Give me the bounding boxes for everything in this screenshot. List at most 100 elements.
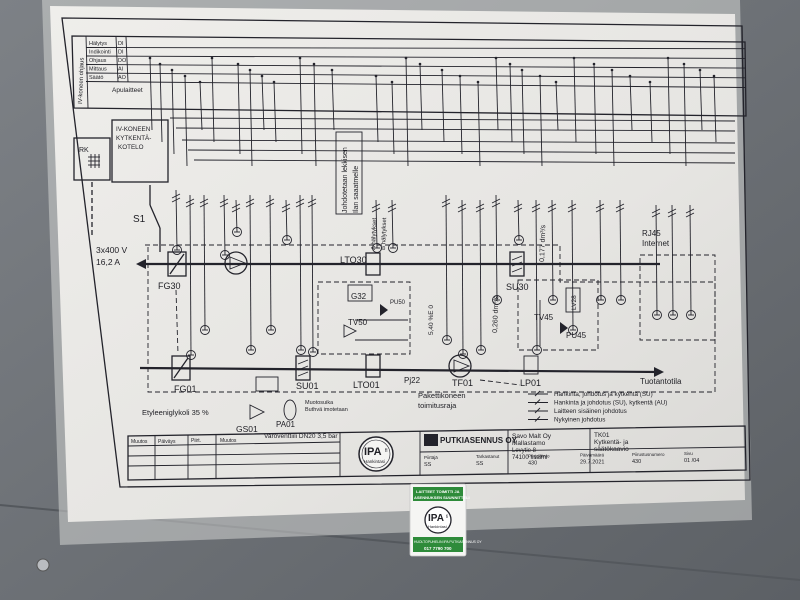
glycol-label: Etyleeniglykoli 35 % bbox=[142, 408, 209, 417]
rev-header-1: Muutos bbox=[131, 439, 148, 445]
heat-recovery-lto01: LTO01 bbox=[353, 354, 381, 390]
heat-recovery-lto30: LTO30 bbox=[340, 252, 381, 276]
supply-line-1: 3x400 V bbox=[96, 245, 128, 255]
su01-label: SU01 bbox=[296, 381, 319, 391]
title-field-label: Projektinro bbox=[528, 453, 550, 458]
ipa-stamp-main: IPA bbox=[364, 446, 382, 458]
a-halytys-label: A hälytykset bbox=[371, 218, 378, 251]
signal-row-code: DO bbox=[118, 58, 127, 64]
supply-line-2: 16,2 A bbox=[96, 257, 120, 267]
tuloilma-label: Tuotantotila bbox=[640, 377, 682, 386]
kytkenta-line-2: KYTKENTÄ- bbox=[116, 134, 151, 142]
coil-su01: SU01 bbox=[295, 355, 319, 391]
glycol-unit: Etyleeniglykoli 35 % GS01 PA01 Muotosuik… bbox=[142, 376, 348, 440]
signals-side-label: IV-koneen ohjaus bbox=[78, 58, 86, 105]
johdotus-line-1: Johdotetaan lekkisen bbox=[342, 147, 349, 213]
lto01-label: LTO01 bbox=[353, 380, 380, 390]
exhaust-duct bbox=[136, 259, 660, 269]
rev-header-2: Päiväys bbox=[158, 439, 176, 445]
title-field-value: SS bbox=[476, 461, 484, 467]
title-field-value: SS bbox=[424, 462, 432, 468]
main-switch-s1: S1 3x400 V 16,2 A bbox=[91, 182, 161, 267]
paketti-line-1: Pakettikoneen bbox=[418, 391, 466, 400]
signal-row-code: AI bbox=[118, 67, 124, 73]
johdotus-line-2: Ilan saaatmelle bbox=[353, 166, 360, 213]
switch-label: S1 bbox=[133, 214, 146, 225]
coil-su30: SU30 bbox=[506, 251, 529, 292]
valve-note: Varoventtiili DN20 3,5 bar bbox=[264, 433, 338, 440]
lto-circuit: G32 PU50 TV50 bbox=[317, 281, 411, 355]
legend-entry: Laitteen sisäinen johdotus bbox=[554, 408, 627, 415]
supply-fan-tf01: TF01 bbox=[448, 354, 473, 388]
lto30-label: LTO30 bbox=[340, 255, 367, 265]
signal-row-name: Mittaus bbox=[89, 67, 107, 73]
kytkenta-box: IV-KONEEN KYTKENTÄ- KOTELO bbox=[111, 119, 169, 183]
valve-tv50-icon bbox=[343, 324, 358, 338]
lto-flow-label: 5,40 %E 0 bbox=[428, 305, 435, 335]
unit-boundary-dashed bbox=[145, 244, 716, 393]
rev-header-4: Muutos bbox=[220, 438, 237, 444]
company-logo-mark bbox=[424, 434, 438, 446]
title-field-label: Piirustusnumero bbox=[632, 452, 665, 457]
title-block: Muutos Päiväys Piirt. Muutos PUTKIASENNU… bbox=[127, 425, 747, 481]
sticker-brand: IPA bbox=[428, 513, 444, 524]
supply-duct bbox=[139, 366, 664, 377]
title-field-value: 29.7.2021 bbox=[580, 460, 604, 466]
installer-sticker: LAITTEET TOIMITTI JA ASENNUKSEN SUUNNITT… bbox=[409, 483, 482, 557]
signal-row-name: Ohjaus bbox=[89, 58, 107, 64]
client-line-3: Levytie 8 bbox=[512, 448, 537, 454]
johdotus-note-box bbox=[335, 131, 363, 215]
client-line-1: Savo Malt Oy bbox=[512, 433, 552, 440]
wall-screw bbox=[36, 558, 50, 572]
signal-row-code: DI bbox=[118, 50, 124, 56]
title-field-value: 430 bbox=[632, 459, 641, 465]
legend-entry: Hankinta, johdotus ja kytkentä (SU) bbox=[554, 391, 653, 398]
rk-label: RK bbox=[79, 147, 89, 154]
aux-label: Apulaitteet bbox=[112, 87, 143, 94]
filling-line-1: Muotosuika bbox=[305, 400, 334, 406]
rk-grid-icon bbox=[88, 154, 100, 168]
filling-line-2: Buthvä imotetaan bbox=[305, 407, 348, 413]
pump-gs01-icon bbox=[249, 404, 266, 420]
ipa-stamp-fi: fi bbox=[385, 448, 388, 454]
pu50-label: PU50 bbox=[390, 300, 406, 306]
sticker-brand-fi: fi bbox=[446, 514, 448, 519]
signal-row-name: Indikointi bbox=[89, 50, 111, 56]
fg30-label: FG30 bbox=[158, 281, 181, 291]
gs01-label: GS01 bbox=[236, 424, 258, 434]
title-field-value: 430 bbox=[528, 460, 537, 466]
fg01-label: FG01 bbox=[174, 384, 197, 394]
paketti-line-2: toimitusraja bbox=[418, 401, 457, 410]
exhaust-fan-icon bbox=[224, 251, 248, 275]
signal-row-code: DI bbox=[118, 41, 124, 47]
signals-table-frame bbox=[71, 35, 747, 117]
rj45-line-1: RJ45 bbox=[642, 229, 661, 238]
tv50-label: TV50 bbox=[348, 318, 368, 327]
sticker-bottom-line-1: HUOLTOPUHELIN IPA PUTKIASENNUS OY bbox=[414, 540, 482, 544]
lv28-label: LV28 bbox=[571, 295, 578, 310]
title-field-label: Päivämäärä bbox=[580, 453, 605, 458]
legend-entry: Nykyinen johdotus bbox=[554, 417, 605, 424]
lp01-label: LP01 bbox=[520, 378, 541, 388]
wiring-legend: Hankinta, johdotus ja kytkentä (SU) Hanki… bbox=[528, 390, 667, 424]
kytkenta-line-1: IV-KONEEN bbox=[116, 126, 151, 133]
sticker-top-line-1: LAITTEET TOIMITTI JA bbox=[416, 489, 460, 494]
flow-mid-label: 0,260 dm³/s bbox=[492, 295, 500, 333]
company-name: PUTKIASENNUS OY bbox=[440, 436, 518, 445]
tv45-label: TV45 bbox=[534, 313, 554, 322]
tf01-label: TF01 bbox=[452, 378, 473, 388]
signal-row-name: Hälytys bbox=[89, 41, 107, 47]
title-field-label: Tarkastanut bbox=[476, 454, 500, 459]
title-field-label: Sivu bbox=[684, 451, 693, 456]
client-line-2: Mallastamo bbox=[512, 440, 546, 447]
kytkenta-line-3: KOTELO bbox=[118, 144, 144, 151]
signal-row-code: AO bbox=[118, 75, 127, 81]
legend-entry: Hankinta ja johdotus (SU), kytkentä (AU) bbox=[554, 400, 667, 407]
rk-panel: RK bbox=[73, 137, 111, 181]
pj22-label: Pj22 bbox=[404, 376, 421, 385]
drawing-line-2: Kytkentä- ja bbox=[594, 439, 629, 446]
su30-label: SU30 bbox=[506, 282, 529, 292]
rev-header-3: Piirt. bbox=[191, 438, 201, 444]
g32-label: G32 bbox=[351, 292, 367, 301]
b-halytys-label: B hälytykset bbox=[381, 217, 388, 250]
